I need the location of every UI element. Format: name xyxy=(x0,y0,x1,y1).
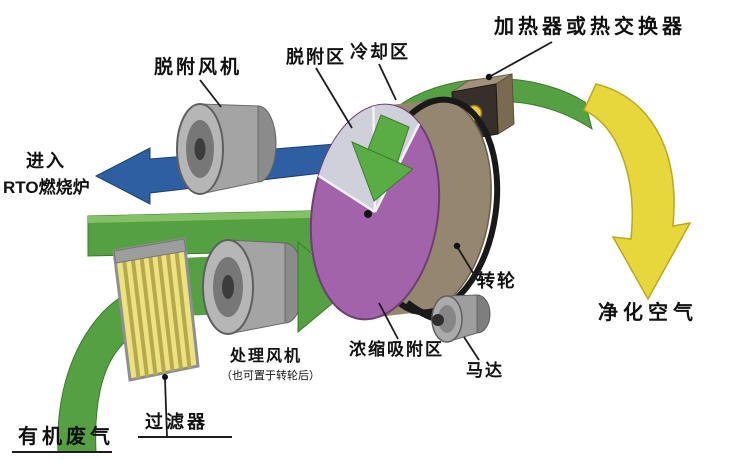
motor-unit xyxy=(404,294,491,343)
filter-panel xyxy=(112,237,200,382)
label-organic-waste-gas: 有机废气 xyxy=(18,426,114,448)
rotary-wheel xyxy=(309,96,501,321)
label-filter: 过滤器 xyxy=(145,412,208,432)
leader-dots xyxy=(162,73,493,380)
label-heater: 加热器或热交换器 xyxy=(494,16,686,38)
purified-air-arrow xyxy=(583,83,692,301)
label-processing-fan: 处理风机 xyxy=(230,348,303,365)
desorption-fan-unit xyxy=(176,103,277,195)
label-rto-line2: RTO燃烧炉 xyxy=(3,178,90,197)
label-processing-note: （也可置于转轮后） xyxy=(221,370,320,382)
filter-stripes xyxy=(120,240,192,379)
leader-lines xyxy=(12,41,553,453)
label-rto-line1: 进入 xyxy=(26,151,66,171)
label-desorption-zone: 脱附区 xyxy=(286,47,346,67)
label-adsorption-zone: 浓缩吸附区 xyxy=(349,340,444,359)
label-purified-air: 净化空气 xyxy=(598,302,698,324)
processing-fan-unit xyxy=(202,239,305,335)
label-desorption-fan: 脱附风机 xyxy=(154,57,243,78)
label-cooling-zone: 冷却区 xyxy=(350,42,410,62)
desorption-inlet-arrow xyxy=(351,114,414,202)
wheel-axle-dot xyxy=(364,210,372,218)
label-wheel: 转轮 xyxy=(477,271,517,291)
label-motor: 马达 xyxy=(466,361,504,380)
